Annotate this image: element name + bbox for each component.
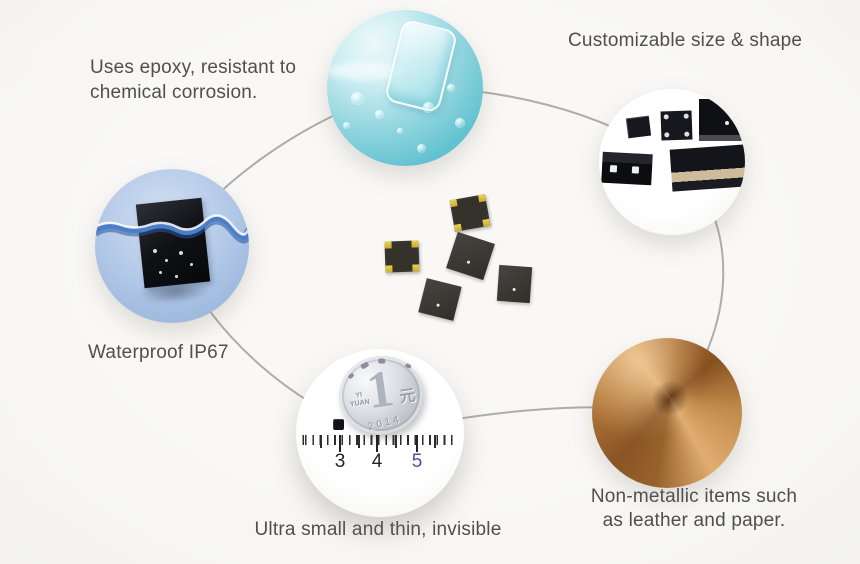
coin-yuan-cn: 元 xyxy=(398,387,417,407)
label-waterproof: Waterproof IP67 xyxy=(88,342,229,363)
striped-bar-chip-icon xyxy=(669,144,745,192)
photo-epoxy-liquid xyxy=(327,10,483,166)
waterline-icon xyxy=(95,214,249,244)
coin-denomination: 1 xyxy=(363,360,398,421)
label-ultra-small: Ultra small and thin, invisible xyxy=(254,519,502,540)
ruler-tick xyxy=(339,435,342,452)
bubble-icon xyxy=(375,110,384,119)
coin-yuan-en: YI YUAN xyxy=(348,391,371,410)
center-chip-gold-pads xyxy=(449,194,491,232)
bubble-icon xyxy=(447,84,455,92)
bubble-icon xyxy=(417,144,426,153)
one-yuan-coin-icon: 1 元 YI YUAN 2014 xyxy=(333,350,429,440)
label-non-metallic-line1: Non-metallic items such xyxy=(590,486,798,507)
chip-pin-icon xyxy=(512,288,516,292)
photo-ruler-coin: 1 元 YI YUAN 2014 3 4 5 xyxy=(296,349,464,517)
ruler-number-5: 5 xyxy=(411,451,423,472)
label-non-metallic-line2: as leather and paper. xyxy=(602,510,786,531)
photo-leather-swirl xyxy=(592,338,742,488)
tiny-chip-icon xyxy=(333,419,344,430)
center-chip-gold-pads xyxy=(384,240,420,273)
ruler-tick xyxy=(376,435,379,452)
bubble-icon xyxy=(367,70,373,76)
label-epoxy-line1: Uses epoxy, resistant to xyxy=(90,57,297,78)
coin-yuan-text: YUAN xyxy=(349,398,371,409)
label-epoxy: Uses epoxy, resistant to chemical corros… xyxy=(90,55,296,105)
small-chip-icon xyxy=(625,115,652,139)
ruler-tick xyxy=(320,435,322,448)
bar-chip-icon xyxy=(601,151,653,186)
photo-waterproof-chip xyxy=(95,169,249,323)
ruler-number-3: 3 xyxy=(334,451,346,472)
ice-cube-icon xyxy=(383,18,459,114)
chip-pin-icon xyxy=(725,120,730,125)
label-customizable: Customizable size & shape xyxy=(568,30,803,51)
chip-pin-icon xyxy=(436,303,441,307)
bubble-icon xyxy=(351,92,364,105)
center-chip-plain xyxy=(496,264,533,304)
chip-pad-icon xyxy=(609,165,618,173)
label-epoxy-line2: chemical corrosion. xyxy=(90,82,258,103)
coin-engraving xyxy=(347,372,355,380)
bubble-icon xyxy=(179,251,183,255)
bubble-icon xyxy=(397,128,403,134)
ruler-tick xyxy=(395,435,397,448)
ruler-tick xyxy=(434,435,436,448)
water-surface-highlight xyxy=(327,62,401,80)
ruler-ticks xyxy=(302,435,458,445)
bubble-icon xyxy=(165,259,168,262)
bubble-icon xyxy=(343,122,350,129)
ruler-tick xyxy=(358,435,360,448)
ruler-number-4: 4 xyxy=(371,451,383,472)
square-chip-icon xyxy=(660,110,693,141)
bubble-icon xyxy=(455,118,465,128)
ruler-tick xyxy=(416,435,419,452)
label-non-metallic: Non-metallic items such as leather and p… xyxy=(582,485,806,533)
chip-pin-icon xyxy=(466,259,471,264)
coin-engraving xyxy=(404,362,412,370)
bubble-icon xyxy=(153,249,157,253)
photo-chip-size-options xyxy=(599,89,745,235)
bubble-icon xyxy=(423,102,434,113)
bubble-icon xyxy=(175,275,178,278)
bubble-icon xyxy=(159,271,162,274)
bubble-icon xyxy=(190,263,193,266)
chip-pad-icon xyxy=(631,166,640,174)
